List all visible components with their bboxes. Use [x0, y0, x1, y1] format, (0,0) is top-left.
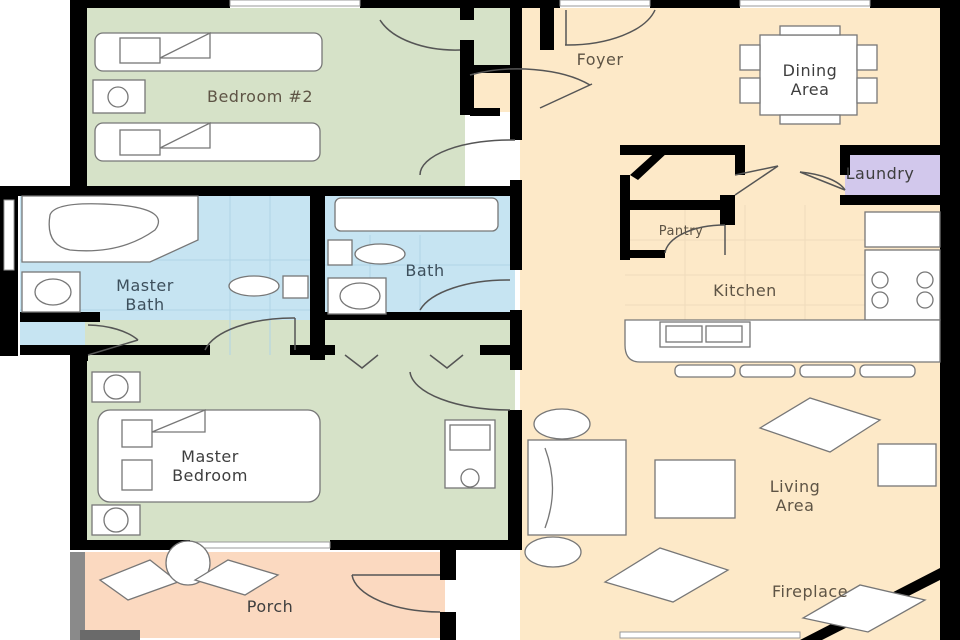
room-label-bedroom2: Bedroom #2	[206, 87, 314, 106]
room-label-kitchen: Kitchen	[713, 281, 777, 300]
windows	[3, 0, 871, 639]
furniture	[21, 25, 941, 633]
room-label-fireplace: Fireplace	[771, 582, 849, 601]
room-label-master-bedroom: Master Bedroom	[172, 447, 248, 485]
angled-wall	[630, 148, 668, 180]
doors	[87, 9, 846, 613]
porch-edge	[70, 552, 85, 640]
room-label-porch: Porch	[246, 597, 294, 616]
room-label-living: Living Area	[769, 477, 821, 515]
kitchen-tiles	[625, 205, 865, 320]
room-label-pantry: Pantry	[658, 224, 704, 239]
room-label-master-bath: Master Bath	[116, 276, 174, 314]
room-label-laundry: Laundry	[845, 164, 915, 183]
room-label-dining: Dining Area	[782, 61, 838, 99]
room-label-bath: Bath	[405, 261, 445, 280]
room-label-foyer: Foyer	[576, 50, 624, 69]
